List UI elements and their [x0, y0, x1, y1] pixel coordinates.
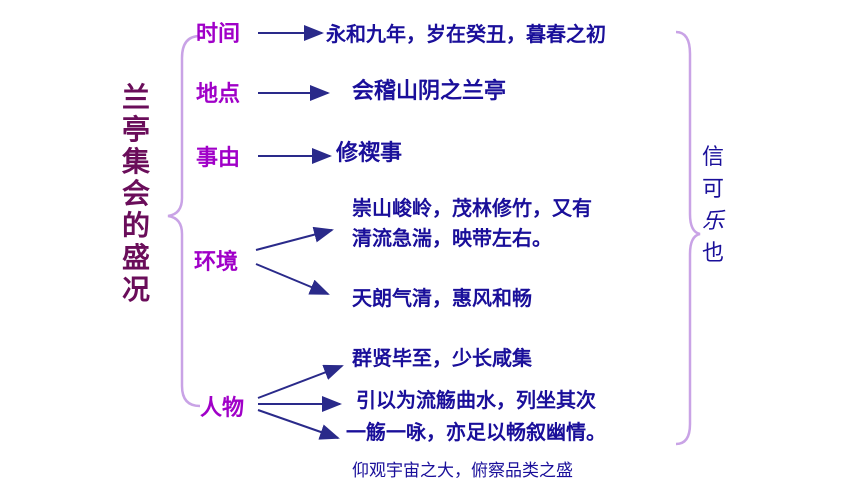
vertical-title: 兰 亭 集 会 的 盛 况: [116, 82, 156, 306]
left-brace: [167, 34, 201, 408]
category-people: 人物: [200, 396, 245, 421]
title-char: 会: [121, 177, 150, 210]
item-place: 会稽山阴之兰亭: [352, 79, 507, 104]
right-char: 信: [701, 145, 724, 170]
arrow-env-2: [255, 263, 330, 295]
title-char: 的: [121, 209, 150, 242]
category-environment: 环境: [194, 250, 239, 275]
right-brace: [675, 30, 701, 446]
category-time: 时间: [196, 22, 241, 47]
right-char: 可: [701, 177, 724, 202]
item-time: 永和九年，岁在癸丑，暮春之初: [326, 22, 606, 46]
right-vertical-text: 信 可 乐 也: [698, 142, 728, 270]
right-char: 也: [701, 241, 724, 266]
footer-text: 仰观宇宙之大，俯察品类之盛: [352, 461, 573, 481]
item-event: 修禊事: [336, 141, 403, 166]
item-env-1-line2: 清流急湍，映带左右。: [352, 226, 552, 250]
title-char: 亭: [121, 113, 150, 146]
arrow-env-1: [255, 226, 334, 251]
item-people-2-line2: 一觞一咏，亦足以畅叙幽情。: [346, 420, 606, 444]
category-place: 地点: [196, 82, 241, 107]
item-env-2: 天朗气清，惠风和畅: [352, 286, 532, 310]
item-people-2-line1: 引以为流觞曲水，列坐其次: [356, 388, 596, 412]
title-char: 兰: [121, 81, 150, 114]
arrow-people-3: [257, 409, 340, 440]
title-char: 况: [121, 273, 150, 306]
category-event: 事由: [196, 146, 241, 171]
right-char: 乐: [701, 209, 724, 234]
item-env-1-line1: 崇山峻岭，茂林修竹，又有: [352, 196, 592, 220]
arrow-people-1: [257, 364, 344, 399]
item-people-1: 群贤毕至，少长咸集: [352, 346, 532, 370]
title-char: 集: [121, 145, 150, 178]
title-char: 盛: [121, 241, 150, 274]
